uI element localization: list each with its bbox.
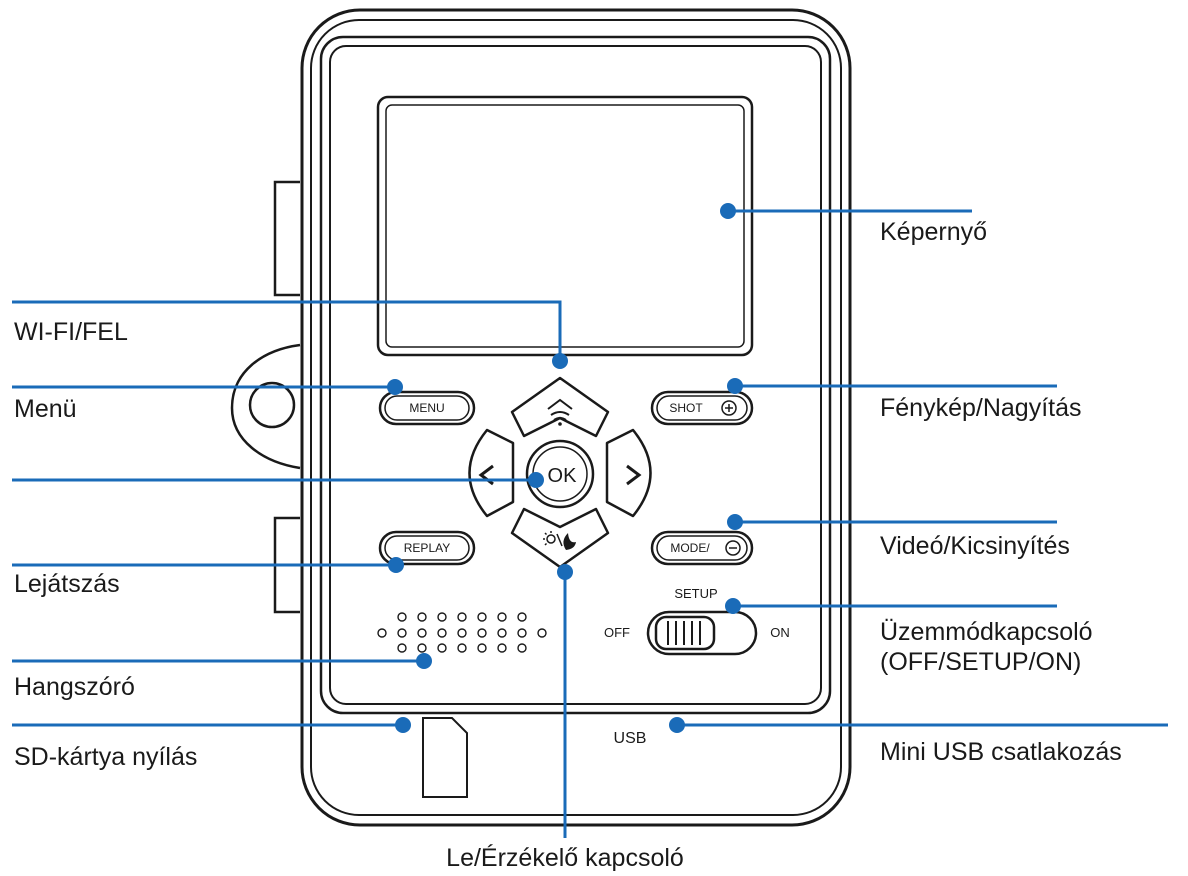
label-mode-switch-1: Üzemmódkapcsoló <box>880 618 1093 646</box>
speaker-hole <box>457 643 467 653</box>
leader-speaker-dot <box>416 653 432 669</box>
side-clip-upper <box>273 180 300 297</box>
shot-zoom-in-button[interactable]: SHOT <box>650 390 754 426</box>
speaker-hole <box>437 612 447 622</box>
screen <box>376 95 754 357</box>
label-down-sensor: Le/Érzékelő kapcsoló <box>446 843 684 872</box>
screen-display <box>385 104 745 348</box>
outer-shell-inner <box>310 19 842 816</box>
leader-down-dot <box>557 564 573 580</box>
mode-button-label: MODE/ <box>670 541 710 555</box>
speaker-hole <box>437 628 447 638</box>
leader-sd-dot <box>395 717 411 733</box>
leader-usb-dot <box>669 717 685 733</box>
leader-switch-dot <box>725 598 741 614</box>
label-menu: Menü <box>14 395 77 423</box>
speaker-hole <box>537 628 547 638</box>
leader-video-dot <box>727 514 743 530</box>
switch-setup-label: SETUP <box>674 586 717 601</box>
speaker-hole <box>377 628 387 638</box>
leader-screen-dot <box>720 203 736 219</box>
leader-playback-dot <box>388 557 404 573</box>
speaker-hole <box>497 628 507 638</box>
switch-off-label: OFF <box>604 625 630 640</box>
speaker-hole <box>397 628 407 638</box>
front-panel-inner <box>329 45 822 705</box>
speaker-hole <box>417 628 427 638</box>
speaker-grille <box>377 612 547 653</box>
wifi-up-icon <box>547 398 573 426</box>
callout-labels: Képernyő WI-FI/FEL Menü Fénykép/Nagyítás… <box>14 218 1122 872</box>
usb-label: USB <box>614 730 647 747</box>
speaker-hole <box>457 612 467 622</box>
switch-grip <box>667 621 701 645</box>
menu-button-label: MENU <box>409 401 444 415</box>
speaker-hole <box>417 612 427 622</box>
label-photo-zoom: Fénykép/Nagyítás <box>880 394 1082 422</box>
up-wifi-button[interactable] <box>510 376 610 438</box>
leader-ok-dot <box>528 472 544 488</box>
label-mini-usb: Mini USB csatlakozás <box>880 738 1122 766</box>
speaker-hole <box>477 643 487 653</box>
speaker-hole <box>397 612 407 622</box>
strap-loop <box>230 343 301 470</box>
label-speaker: Hangszóró <box>14 673 135 701</box>
ok-button[interactable]: OK <box>525 439 595 509</box>
speaker-hole <box>437 643 447 653</box>
leader-menu-dot <box>387 379 403 395</box>
speaker-hole <box>457 628 467 638</box>
replay-button[interactable]: REPLAY <box>378 530 476 566</box>
day-night-icon <box>543 531 576 550</box>
screen-bezel <box>376 95 754 357</box>
chevron-right-icon <box>626 464 642 486</box>
shot-button-label: SHOT <box>669 401 703 415</box>
label-wifi-up: WI-FI/FEL <box>14 318 128 346</box>
mode-switch[interactable]: SETUP OFF ON <box>604 586 790 656</box>
label-playback: Lejátszás <box>14 570 120 598</box>
ok-button-label: OK <box>548 465 578 487</box>
zoom-in-icon <box>721 400 737 416</box>
leader-photo-dot <box>727 378 743 394</box>
label-mode-switch-2: (OFF/SETUP/ON) <box>880 648 1081 676</box>
label-sd-slot: SD-kártya nyílás <box>14 743 197 771</box>
speaker-hole <box>497 643 507 653</box>
zoom-out-icon <box>725 540 741 556</box>
sd-card-slot <box>422 717 468 798</box>
menu-button[interactable]: MENU <box>378 390 476 426</box>
speaker-hole <box>497 612 507 622</box>
speaker-hole <box>477 612 487 622</box>
leader-wifi-dot <box>552 353 568 369</box>
left-button[interactable] <box>468 428 515 518</box>
speaker-hole <box>477 628 487 638</box>
speaker-hole <box>517 628 527 638</box>
switch-on-label: ON <box>770 625 790 640</box>
speaker-hole <box>397 643 407 653</box>
label-screen: Képernyő <box>880 218 987 246</box>
strap-hole <box>248 381 296 429</box>
speaker-hole <box>517 612 527 622</box>
label-video-zoomout: Videó/Kicsinyítés <box>880 532 1070 560</box>
right-button[interactable] <box>605 428 652 518</box>
speaker-hole <box>517 643 527 653</box>
mode-zoom-out-button[interactable]: MODE/ <box>650 530 754 566</box>
front-panel <box>319 35 832 715</box>
replay-button-label: REPLAY <box>404 541 450 555</box>
leader-wifi <box>12 300 562 358</box>
speaker-hole <box>417 643 427 653</box>
leader-lines <box>12 203 1168 838</box>
